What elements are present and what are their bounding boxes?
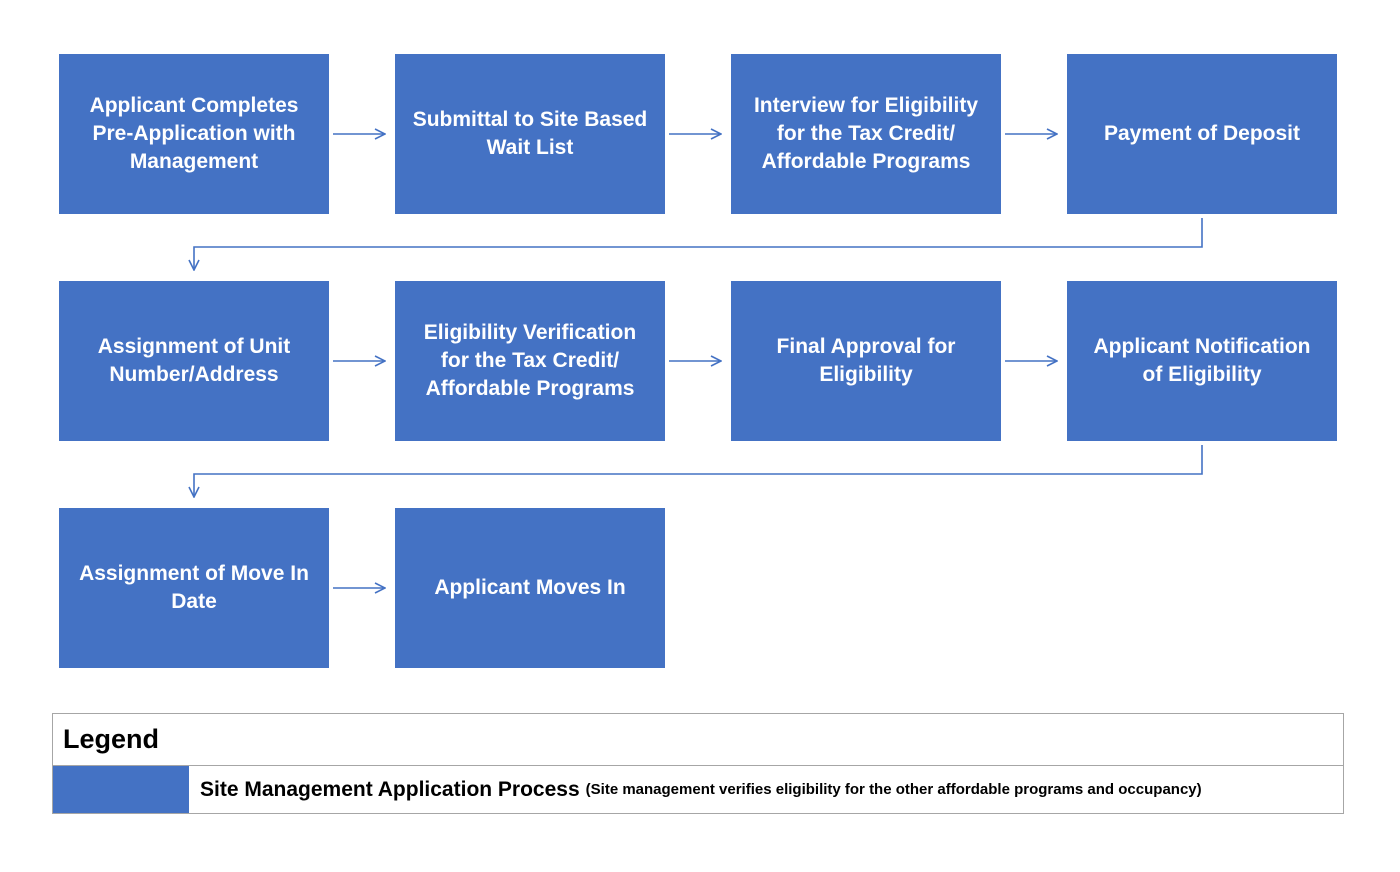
legend-item: Site Management Application Process (Sit… [53,766,1343,813]
step-eligibility-verification: Eligibility Verification for the Tax Cre… [395,281,665,441]
legend: Legend Site Management Application Proce… [52,713,1344,814]
legend-item-text: Site Management Application Process (Sit… [189,766,1202,813]
step-final-approval: Final Approval for Eligibility [731,281,1001,441]
step-wait-list-submittal: Submittal to Site Based Wait List [395,54,665,214]
legend-swatch [53,766,189,813]
legend-item-label: Site Management Application Process [200,777,580,801]
legend-item-note: (Site management verifies eligibility fo… [585,781,1202,798]
step-applicant-notification: Applicant Notification of Eligibility [1067,281,1337,441]
step-unit-assignment: Assignment of Unit Number/Address [59,281,329,441]
step-eligibility-interview: Interview for Eligibility for the Tax Cr… [731,54,1001,214]
step-payment-of-deposit: Payment of Deposit [1067,54,1337,214]
step-move-in-date: Assignment of Move In Date [59,508,329,668]
arrow-8-to-9 [194,445,1203,497]
step-pre-application: Applicant Completes Pre-Application with… [59,54,329,214]
step-applicant-moves-in: Applicant Moves In [395,508,665,668]
arrow-4-to-5 [194,218,1203,270]
legend-title: Legend [53,714,1343,766]
